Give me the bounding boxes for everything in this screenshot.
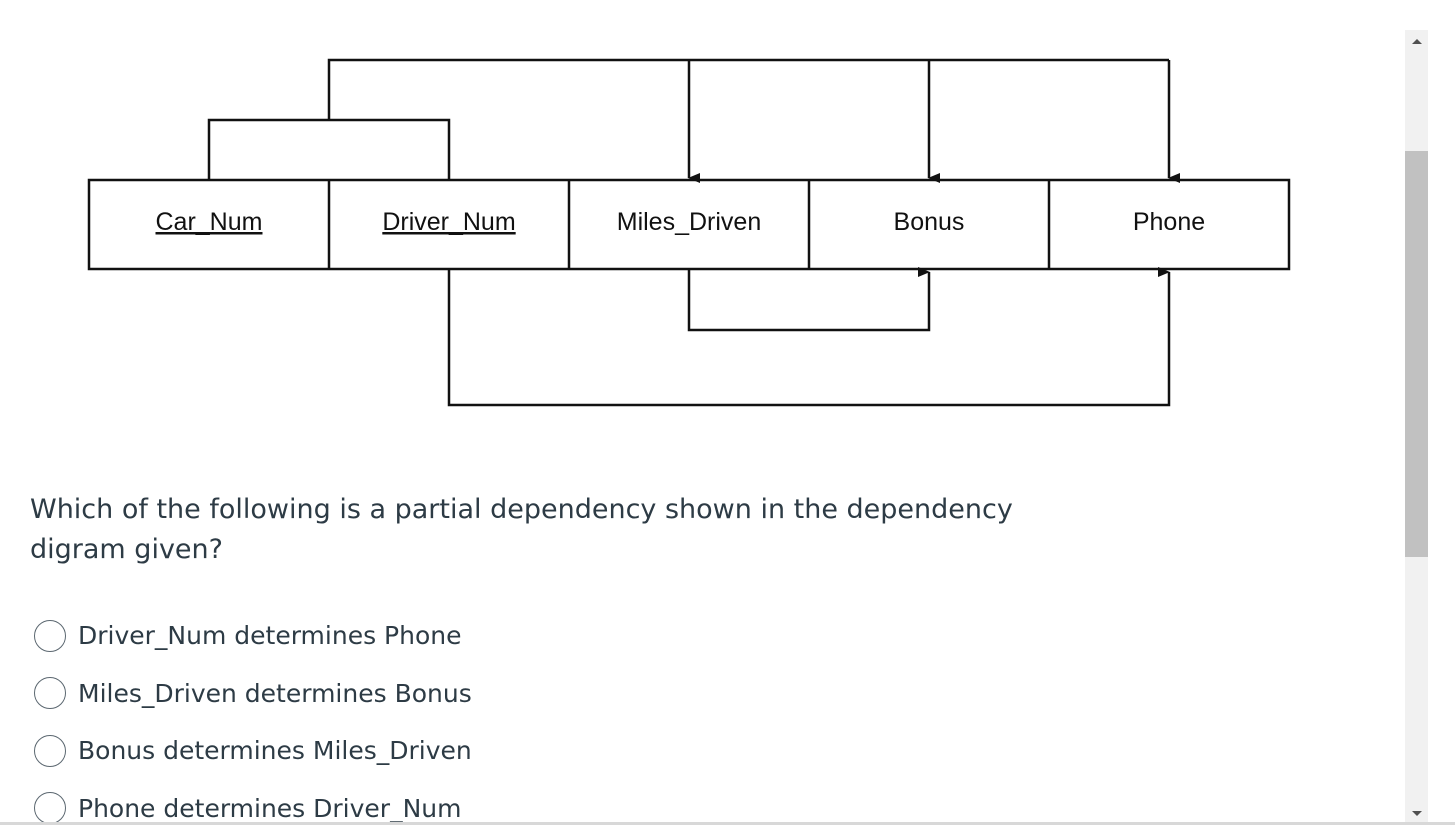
radio-button[interactable] <box>34 734 66 767</box>
attribute-row <box>87 178 1291 271</box>
vertical-scrollbar[interactable] <box>1405 30 1428 825</box>
attribute-phone: Phone <box>1133 208 1205 236</box>
answer-option-label: Driver_Num determines Phone <box>78 621 462 651</box>
answer-option[interactable]: Driver_Num determines Phone <box>34 607 472 665</box>
dependency-diagram-svg: Car_Num Driver_Num Miles_Driven Bonus Ph… <box>87 58 1291 407</box>
question-text: Which of the following is a partial depe… <box>30 494 1013 565</box>
answer-option-label: Miles_Driven determines Bonus <box>78 678 472 708</box>
answer-option[interactable]: Miles_Driven determines Bonus <box>34 665 472 723</box>
transitive-dependency-arrow <box>687 267 931 332</box>
arrow-down-icon <box>1411 811 1422 816</box>
answer-option-label: Bonus determines Miles_Driven <box>78 736 472 766</box>
scrollbar-thumb[interactable] <box>1405 151 1428 557</box>
partial-dependency-arrow <box>447 267 1171 407</box>
answer-option-label: Phone determines Driver_Num <box>78 793 462 823</box>
scroll-down-button[interactable] <box>1405 802 1428 825</box>
arrow-up-icon <box>1411 39 1422 44</box>
attribute-car-num: Car_Num <box>156 208 263 236</box>
bottom-divider <box>0 822 1455 825</box>
full-dependency-line <box>327 58 1169 120</box>
radio-button[interactable] <box>34 619 66 652</box>
answer-options: Driver_Num determines Phone Miles_Driven… <box>34 607 472 825</box>
answer-option[interactable]: Phone determines Driver_Num <box>34 780 472 825</box>
attribute-row-outline <box>87 178 1291 271</box>
attribute-miles-driven: Miles_Driven <box>617 208 761 236</box>
quiz-page: Car_Num Driver_Num Miles_Driven Bonus Ph… <box>30 58 1291 825</box>
answer-option[interactable]: Bonus determines Miles_Driven <box>34 722 472 780</box>
scroll-up-button[interactable] <box>1405 30 1428 53</box>
attribute-bonus: Bonus <box>894 208 965 236</box>
radio-button[interactable] <box>34 792 66 825</box>
dependency-diagram: Car_Num Driver_Num Miles_Driven Bonus Ph… <box>87 58 1291 407</box>
radio-button[interactable] <box>34 677 66 710</box>
composite-key-bracket <box>207 118 451 180</box>
attribute-driver-num: Driver_Num <box>382 208 515 236</box>
